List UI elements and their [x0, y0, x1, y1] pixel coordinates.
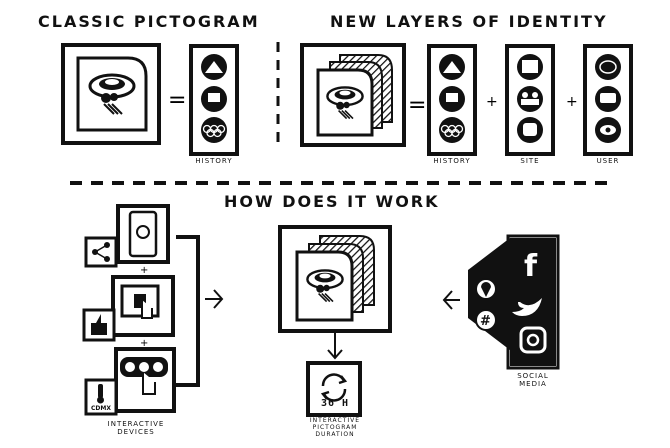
- refresh-icon: [320, 373, 348, 402]
- caption-cdmx: CDMX: [91, 405, 111, 412]
- site-column: [505, 44, 555, 156]
- arrow-left-icon: [442, 290, 460, 310]
- caption-interactive-devices: INTERACTIVE DEVICES: [96, 420, 176, 436]
- duration-line-1: INTERACTIVE: [309, 417, 361, 424]
- plus-sign-3: +: [140, 265, 148, 276]
- equals-sign-1: =: [168, 88, 186, 113]
- chat-icon: [600, 93, 616, 103]
- eye-icon: [600, 125, 616, 135]
- social-line-1: SOCIAL: [517, 372, 549, 380]
- plus-sign-1: +: [486, 94, 498, 110]
- olympic-rings-icon: [440, 124, 464, 138]
- caption-user: USER: [596, 157, 620, 165]
- twitter-icon: [512, 298, 542, 316]
- svg-text:#: #: [480, 314, 491, 329]
- timer-label: 36 H: [320, 398, 350, 409]
- devices-line-2: DEVICES: [117, 428, 155, 436]
- devices-line-1: INTERACTIVE: [107, 420, 165, 428]
- people-icon: [521, 92, 539, 105]
- pyramid-icon: [443, 61, 461, 73]
- instagram-icon: [519, 326, 547, 354]
- social-line-2: MEDIA: [519, 380, 547, 388]
- thumbs-up-icon: [91, 314, 107, 335]
- history-column-2: [427, 44, 477, 156]
- equals-sign-2: =: [408, 93, 426, 118]
- user-column: [583, 44, 633, 156]
- plus-sign-4: +: [140, 338, 148, 349]
- olympic-rings-icon: [201, 117, 227, 143]
- flag-icon: [446, 93, 458, 102]
- caption-interactive-pictogram-duration: INTERACTIVE PICTOGRAM DURATION: [300, 417, 370, 438]
- olympic-rings-icon-shape: [202, 124, 226, 138]
- pyramid-icon-shape: [205, 61, 223, 73]
- heading-new-layers: new Layers of IDENTITY: [330, 12, 608, 31]
- flag-icon-shape: [208, 93, 220, 102]
- interactive-devices-group: + +: [82, 204, 200, 416]
- heading-how-does-it-work: HOW DOES IT WORK: [224, 192, 440, 211]
- caption-social-media: SOCIAL MEDIA: [505, 372, 561, 388]
- facebook-icon: f: [524, 249, 538, 284]
- center-pictogram-frame: [278, 225, 392, 333]
- duration-line-2: PICTOGRAM: [312, 424, 358, 431]
- caption-history-2: HISTORY: [433, 157, 471, 165]
- arrow-right-icon: [205, 289, 224, 309]
- hashtag-icon: [475, 309, 497, 331]
- brain-icon: [599, 60, 617, 74]
- metro-icon: [523, 123, 537, 136]
- heading-classic-pictogram: CLASSIC PICTOGRAM: [38, 12, 260, 31]
- bracket: [176, 235, 200, 387]
- duration-line-3: DURATION: [315, 431, 355, 438]
- caption-site: SITE: [520, 157, 540, 165]
- thermometer-icon: [98, 384, 103, 398]
- phone-icon: [128, 210, 158, 258]
- building-icon: [522, 60, 538, 73]
- history-column-1: [189, 44, 239, 156]
- caption-history-1: HISTORY: [195, 157, 233, 165]
- new-layers-pictogram-frame: [300, 43, 406, 147]
- classic-pictogram-frame: [61, 43, 161, 145]
- timer-box: [306, 361, 362, 417]
- arrow-down-icon: [327, 331, 343, 360]
- plus-sign-2: +: [566, 94, 578, 110]
- social-media-group: f #: [468, 234, 560, 370]
